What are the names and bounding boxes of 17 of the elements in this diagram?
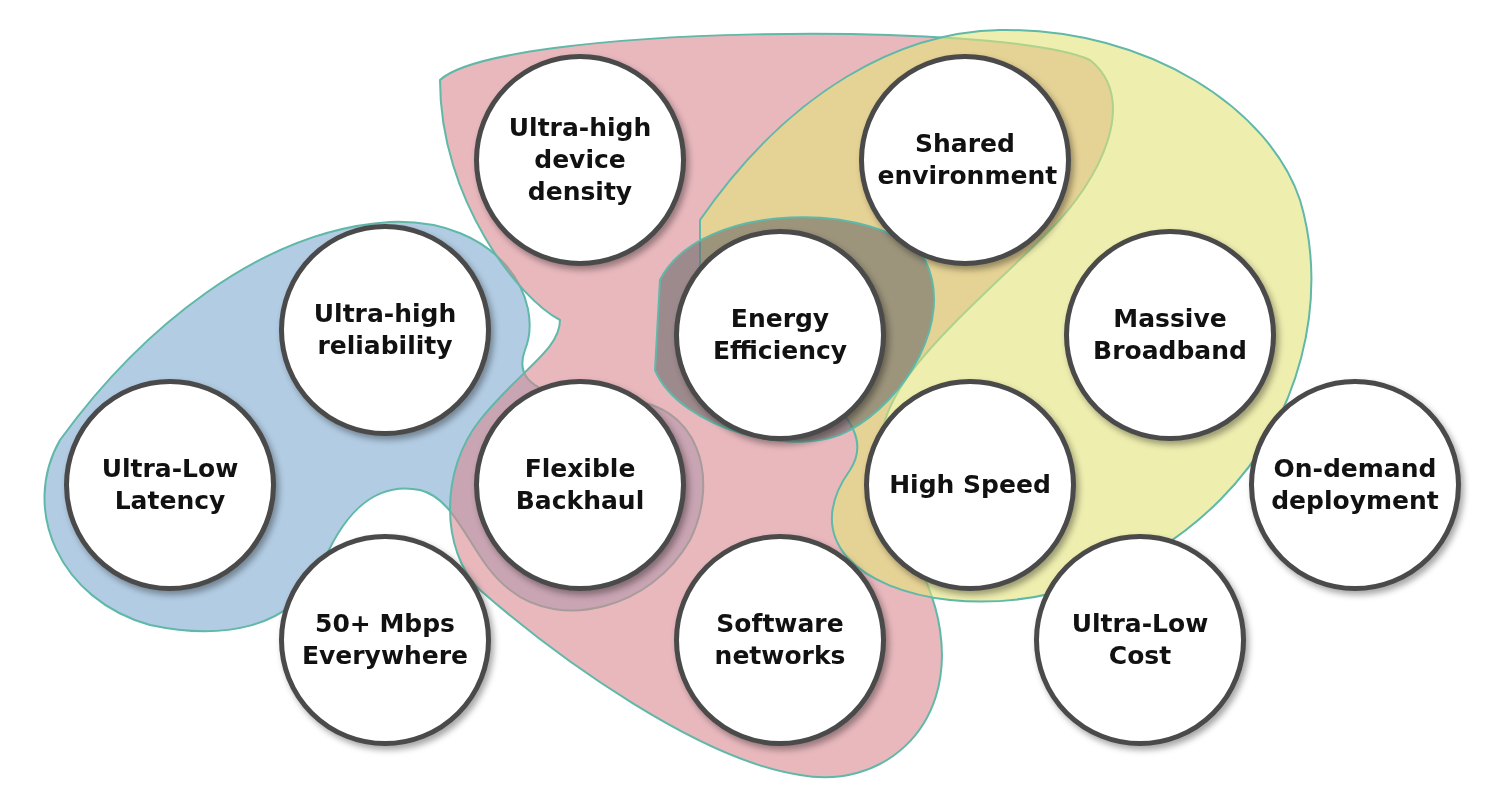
feature-circle (474, 54, 686, 266)
feature-label: Software networks (713, 608, 847, 672)
feature-circle (864, 379, 1076, 591)
feature-circle (474, 379, 686, 591)
feature-circle (279, 224, 491, 436)
feature-label: Ultra-Low Latency (100, 453, 240, 517)
feature-label: Ultra-high device density (507, 112, 653, 208)
feature-label: Energy Efficiency (711, 303, 849, 367)
feature-label: Massive Broadband (1092, 303, 1248, 367)
feature-label: On-demand deployment (1270, 453, 1440, 517)
feature-circle (674, 229, 886, 441)
feature-label: Ultra-high reliability (312, 298, 458, 362)
feature-label: Ultra-Low Cost (1070, 608, 1210, 672)
feature-label: Flexible Backhaul (514, 453, 646, 517)
feature-circle (674, 534, 886, 746)
feature-label: High Speed (889, 469, 1051, 501)
feature-label: 50+ Mbps Everywhere (300, 608, 470, 672)
